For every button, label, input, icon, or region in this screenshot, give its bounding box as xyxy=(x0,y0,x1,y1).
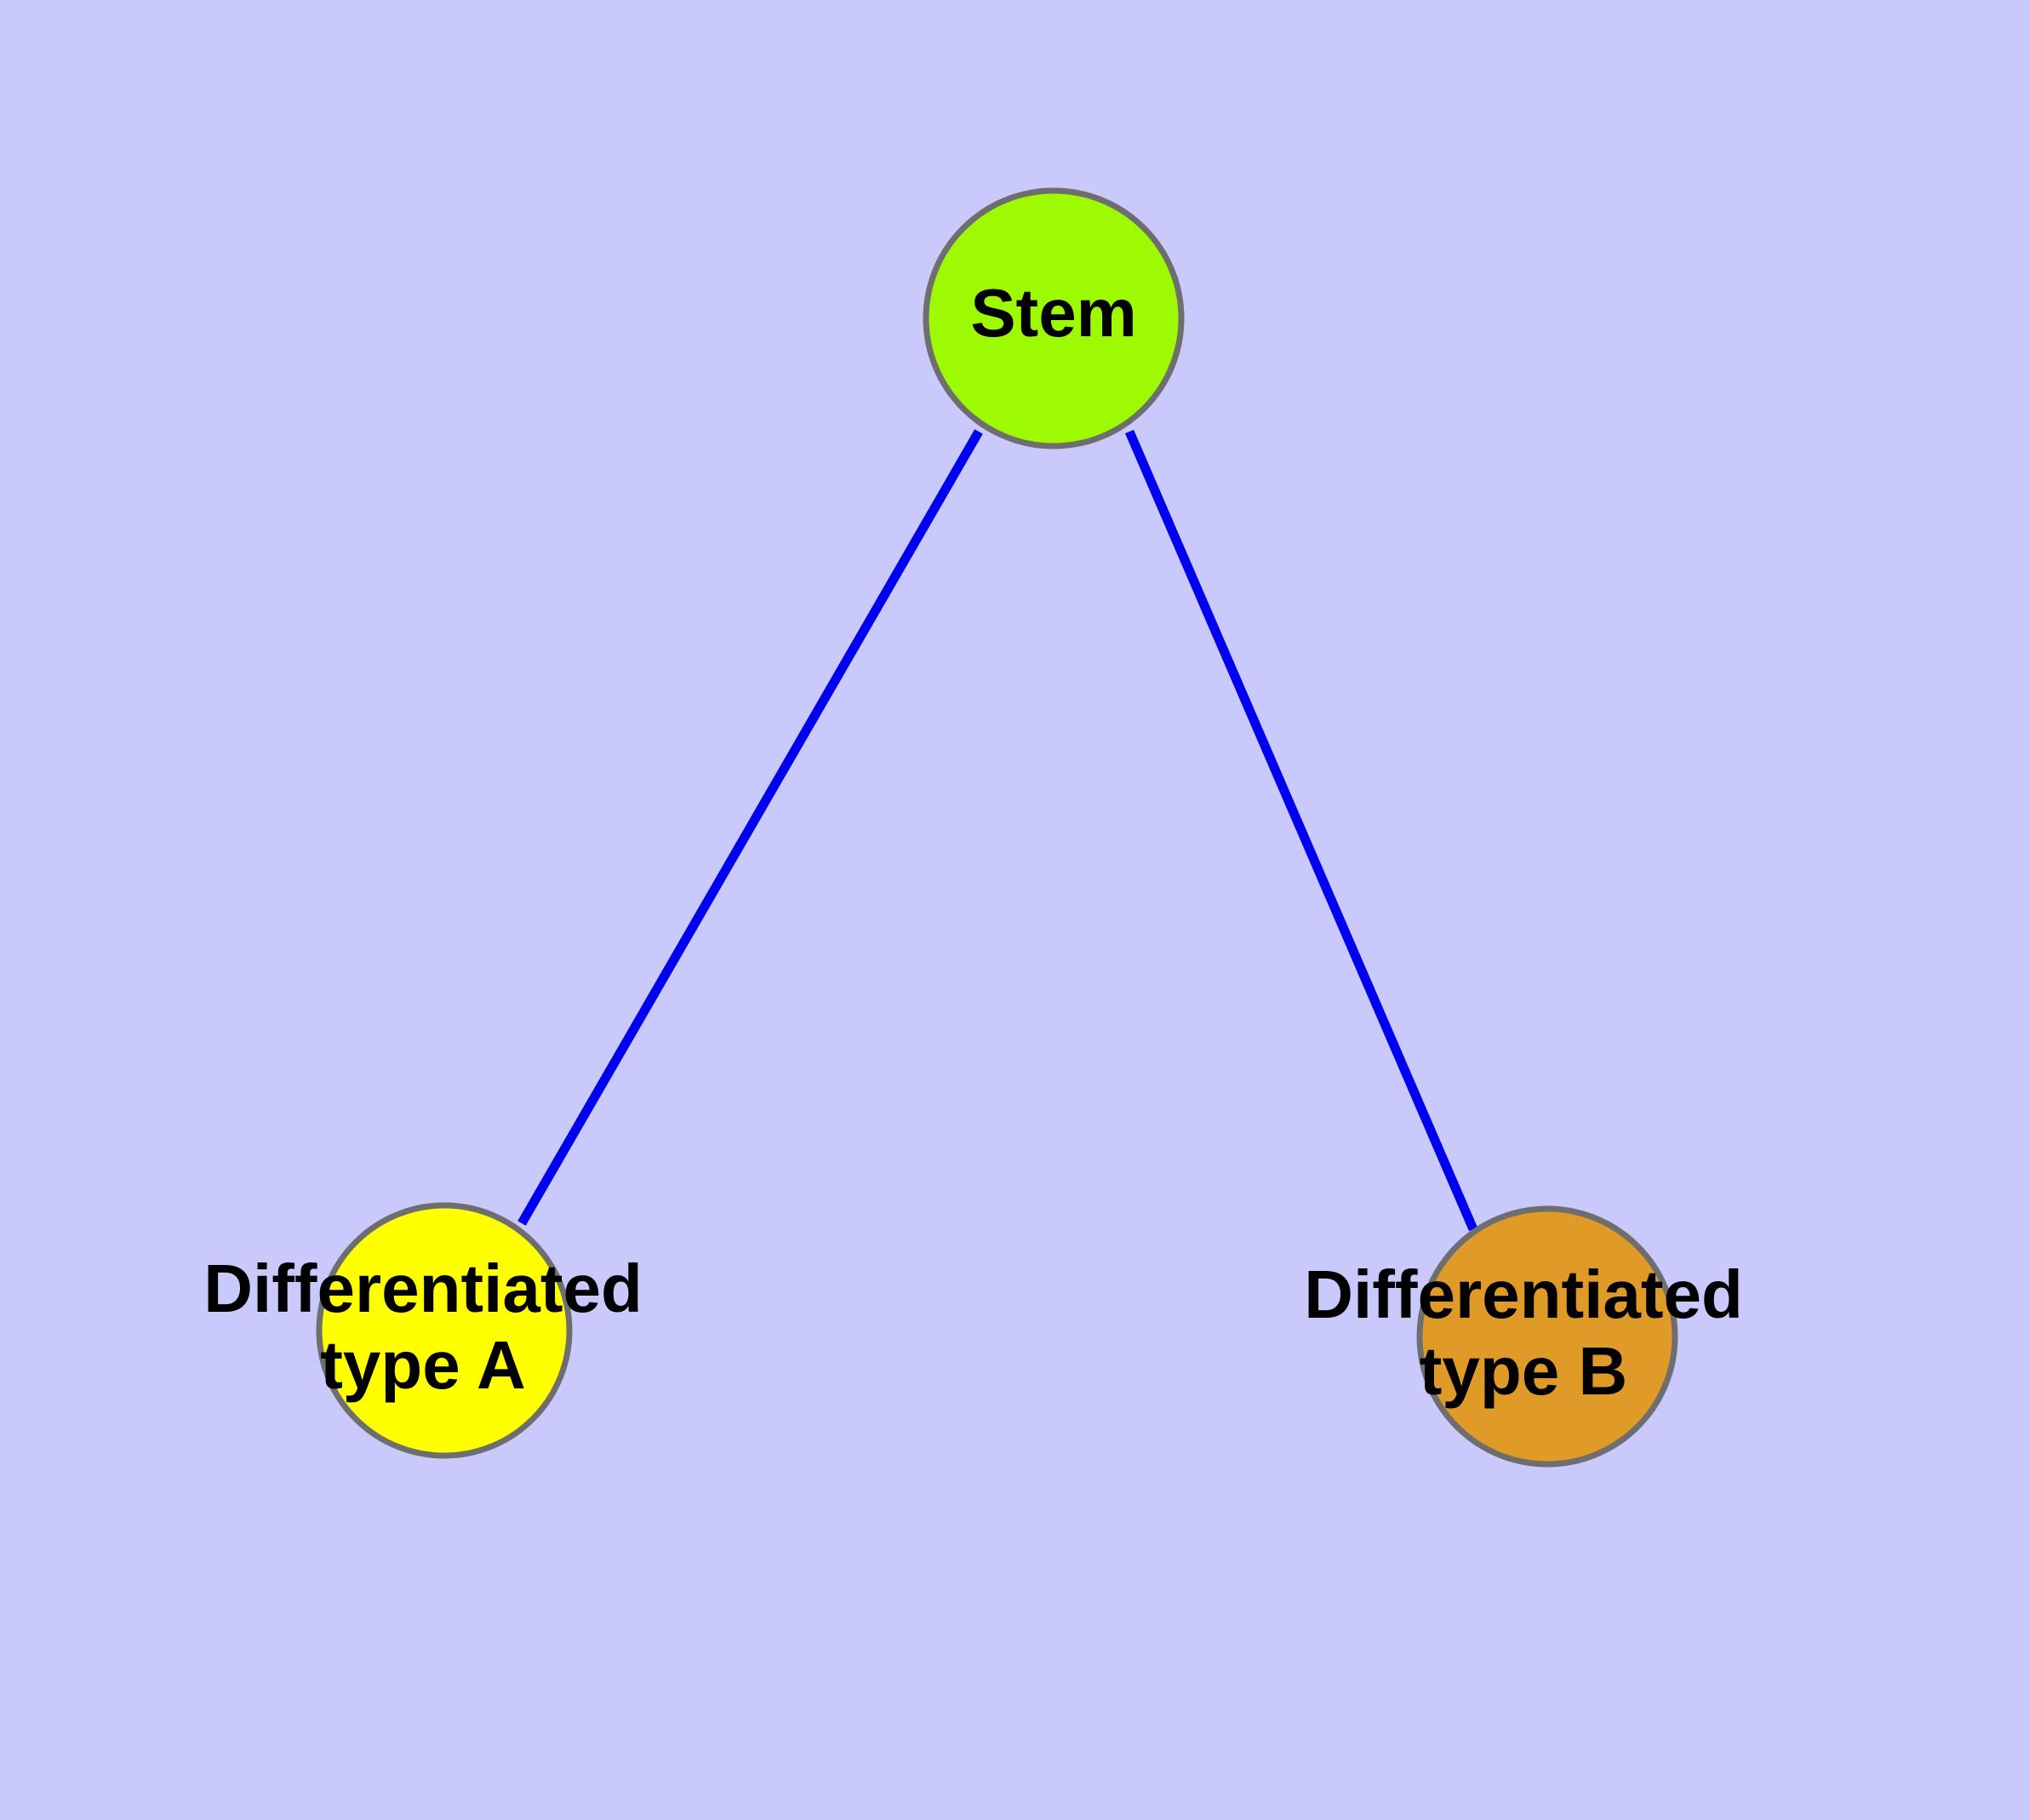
node-stem[interactable] xyxy=(923,187,1185,449)
edge-stem-to-diff-a[interactable] xyxy=(517,429,983,1226)
label-line: type A xyxy=(320,1327,526,1403)
label-line: Differentiated xyxy=(203,1251,643,1326)
node-label-stem: Stem xyxy=(970,275,1137,351)
label-line: Differentiated xyxy=(1304,1256,1743,1332)
label-line: Stem xyxy=(970,275,1137,351)
label-line: type B xyxy=(1420,1333,1628,1409)
edges-layer xyxy=(517,429,1478,1232)
edge-stem-to-diff-b[interactable] xyxy=(1124,429,1478,1232)
node-diff-a[interactable] xyxy=(316,1202,573,1459)
node-diff-b[interactable] xyxy=(1416,1205,1678,1468)
nodes-layer xyxy=(316,187,1678,1468)
